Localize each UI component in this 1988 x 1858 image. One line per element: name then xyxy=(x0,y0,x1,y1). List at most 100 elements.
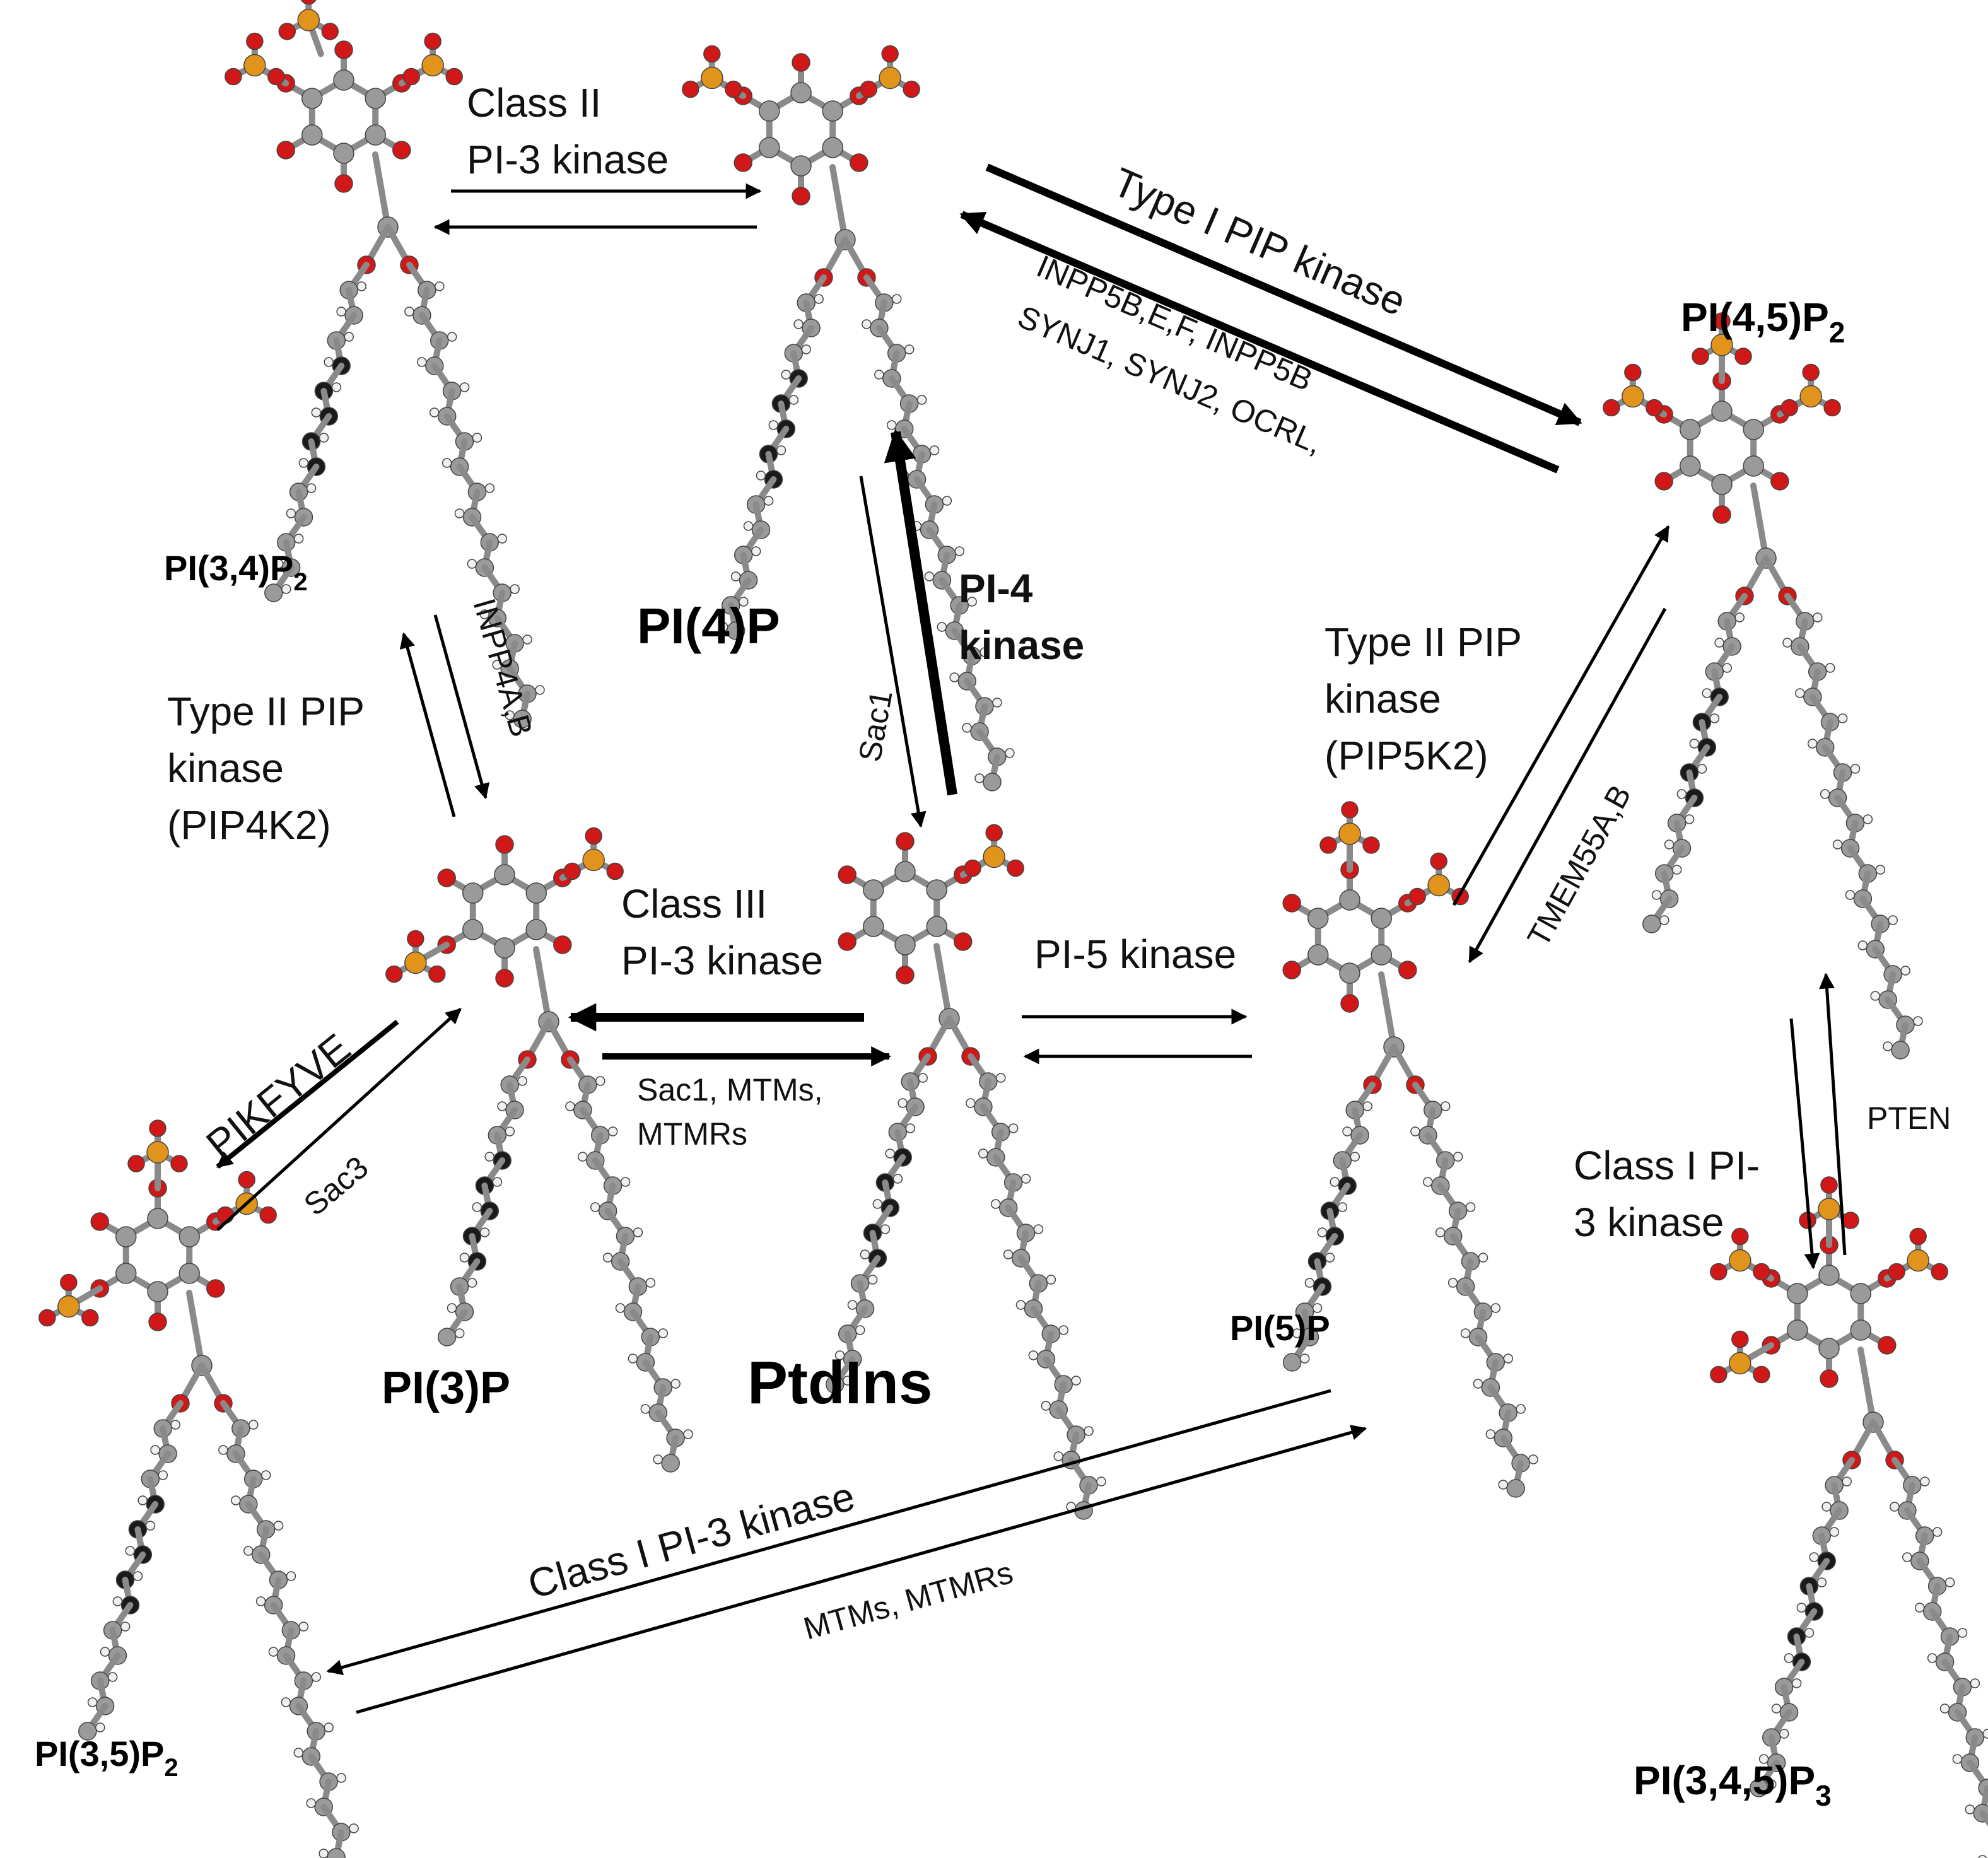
carbon-atom xyxy=(1711,474,1733,495)
hydrogen-atom xyxy=(336,307,346,317)
hydrogen-atom xyxy=(1722,663,1733,673)
hydrogen-atom xyxy=(979,647,990,657)
hydrogen-atom xyxy=(1342,1126,1352,1136)
label-type2b-line1: Type II PIP xyxy=(1324,619,1522,665)
hydrogen-atom xyxy=(595,1076,605,1086)
carbon-atom xyxy=(327,1848,346,1858)
molecule-pi345p3 xyxy=(1710,1176,1988,1858)
hydrogen-atom xyxy=(730,571,741,581)
label-sac3: Sac3 xyxy=(297,1149,375,1222)
hydrogen-atom xyxy=(248,1420,259,1430)
hydrogen-atom xyxy=(768,420,779,430)
oxygen-atom xyxy=(428,965,446,983)
oxygen-atom xyxy=(278,23,296,40)
hydrogen-atom xyxy=(1809,1552,1819,1562)
oxygen-atom xyxy=(1820,1369,1839,1388)
label-class3-line1: Class III xyxy=(621,881,767,926)
carbon-atom xyxy=(1743,419,1764,440)
hydrogen-atom xyxy=(653,1454,663,1464)
label-pi5k: PI-5 kinase xyxy=(1034,932,1236,977)
oxygen-atom xyxy=(1430,852,1447,870)
oxygen-atom xyxy=(881,45,899,63)
hydrogen-atom xyxy=(1046,1275,1056,1285)
hydrogen-atom xyxy=(1939,1703,1950,1714)
label-class1b: Class I PI-3 kinase xyxy=(523,1473,859,1608)
hydrogen-atom xyxy=(739,597,749,607)
oxygen-atom xyxy=(1603,399,1620,417)
oxygen-atom xyxy=(437,868,456,887)
hydrogen-atom xyxy=(916,395,927,405)
oxygen-atom xyxy=(682,80,699,98)
oxygen-atom xyxy=(1780,399,1798,417)
hydrogen-atom xyxy=(231,1495,241,1505)
hydrogen-atom xyxy=(1883,1041,1893,1051)
hydrogen-atom xyxy=(1795,688,1805,698)
hydrogen-atom xyxy=(974,773,985,783)
hydrogen-atom xyxy=(1804,1628,1815,1638)
hydrogen-atom xyxy=(683,1429,693,1439)
oxygen-atom xyxy=(1341,801,1359,819)
oxygen-atom xyxy=(964,859,981,877)
hydrogen-atom xyxy=(756,470,766,481)
hydrogen-atom xyxy=(1825,663,1835,673)
oxygen-atom xyxy=(606,862,624,880)
oxygen-atom xyxy=(259,1206,277,1224)
hydrogen-atom xyxy=(1460,1328,1471,1338)
hydrogen-atom xyxy=(1490,1303,1501,1313)
carbon-atom xyxy=(1307,908,1329,929)
oxygen-atom xyxy=(206,1279,225,1298)
hydrogen-atom xyxy=(918,1073,928,1083)
label-class2-line1: Class II xyxy=(467,80,601,126)
hydrogen-atom xyxy=(429,407,440,418)
hydrogen-atom xyxy=(1304,1278,1315,1288)
hydrogen-atom xyxy=(1084,1426,1094,1436)
hydrogen-atom xyxy=(286,508,296,518)
hydrogen-atom xyxy=(924,571,935,581)
hydrogen-atom xyxy=(1410,1126,1420,1136)
hydrogen-atom xyxy=(145,1521,156,1531)
oxygen-atom xyxy=(1340,994,1359,1013)
hydrogen-atom xyxy=(1982,1729,1988,1739)
hydrogen-atom xyxy=(628,1353,638,1364)
label-class1a-line1: Class I PI- xyxy=(1574,1143,1760,1188)
arrow-inpp5-reverse xyxy=(959,211,1560,474)
hydrogen-atom xyxy=(590,1202,600,1212)
oxygen-atom xyxy=(1823,399,1841,417)
carbon-atom xyxy=(513,710,532,728)
hydrogen-atom xyxy=(107,1672,118,1682)
hydrogen-atom xyxy=(788,395,799,405)
hydrogen-atom xyxy=(801,344,812,354)
oxygen-atom xyxy=(38,1309,56,1327)
hydrogen-atom xyxy=(1837,713,1848,723)
label-sac1mtm-line1: Sac1, MTMs, xyxy=(637,1072,822,1107)
carbon-atom xyxy=(1680,455,1701,477)
carbon-atom xyxy=(1818,1265,1840,1286)
oxygen-atom xyxy=(1319,836,1337,854)
molecule-pi5p xyxy=(1282,801,1538,1498)
hydrogen-atom xyxy=(447,1303,457,1313)
hydrogen-atom xyxy=(306,483,317,493)
oxygen-atom xyxy=(424,32,441,50)
carbon-atom xyxy=(1307,944,1329,966)
bond xyxy=(1979,1810,1988,1827)
hydrogen-atom xyxy=(718,622,728,632)
hydrogen-atom xyxy=(885,1148,895,1159)
hydrogen-atom xyxy=(645,1278,656,1288)
arrow-sac3-up xyxy=(216,1008,462,1231)
hydrogen-atom xyxy=(781,370,791,380)
arrow-mtms-right xyxy=(356,1425,1367,1714)
carbon-atom xyxy=(1680,419,1701,440)
carbon-atom xyxy=(1850,1283,1871,1304)
oxygen-atom xyxy=(495,969,514,988)
hydrogen-atom xyxy=(904,344,915,354)
hydrogen-atom xyxy=(454,508,465,518)
oxygen-atom xyxy=(1713,312,1731,330)
hydrogen-atom xyxy=(1041,1401,1051,1411)
hydrogen-atom xyxy=(942,496,952,506)
hydrogen-atom xyxy=(1503,1353,1514,1364)
hydrogen-atom xyxy=(1441,1101,1451,1111)
hydrogen-atom xyxy=(892,1174,903,1184)
hydrogen-atom xyxy=(1779,1729,1789,1739)
phosphorus-atom xyxy=(404,951,427,974)
